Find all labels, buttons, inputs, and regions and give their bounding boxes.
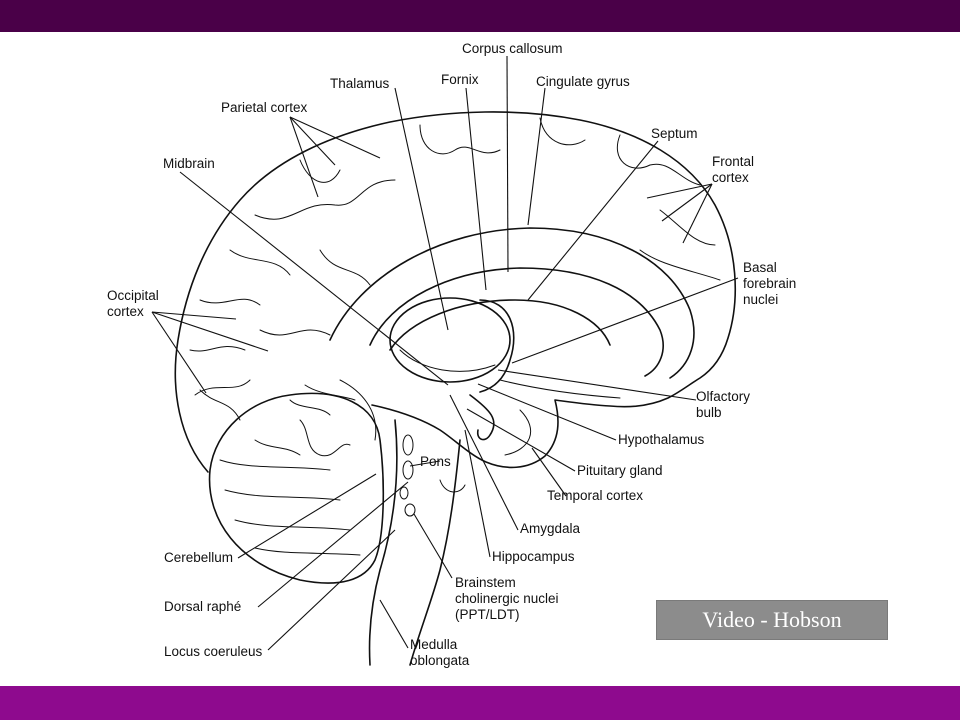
diagram-labels: Corpus callosum Thalamus Fornix Cingulat… bbox=[107, 41, 796, 668]
label-medulla-1: Medulla bbox=[410, 637, 458, 652]
label-temporal-cortex: Temporal cortex bbox=[547, 488, 643, 503]
video-hobson-button[interactable]: Video - Hobson bbox=[656, 600, 888, 640]
label-olfactory-bulb-1: Olfactory bbox=[696, 389, 750, 404]
brain-diagram: Corpus callosum Thalamus Fornix Cingulat… bbox=[107, 41, 796, 668]
label-midbrain: Midbrain bbox=[163, 156, 215, 171]
label-olfactory-bulb-2: bulb bbox=[696, 405, 722, 420]
label-amygdala: Amygdala bbox=[520, 521, 581, 536]
label-brainstem-2: cholinergic nuclei bbox=[455, 591, 559, 606]
label-corpus-callosum: Corpus callosum bbox=[462, 41, 563, 56]
label-brainstem-3: (PPT/LDT) bbox=[455, 607, 520, 622]
label-septum: Septum bbox=[651, 126, 698, 141]
label-fornix: Fornix bbox=[441, 72, 479, 87]
brain-illustration bbox=[174, 111, 737, 666]
label-medulla-2: oblongata bbox=[410, 653, 470, 668]
label-cingulate-gyrus: Cingulate gyrus bbox=[536, 74, 630, 89]
label-frontal-cortex-1: Frontal bbox=[712, 154, 754, 169]
label-occipital-cortex-1: Occipital bbox=[107, 288, 159, 303]
label-basal-forebrain-3: nuclei bbox=[743, 292, 778, 307]
label-occipital-cortex-2: cortex bbox=[107, 304, 144, 319]
top-banner bbox=[0, 0, 960, 32]
label-dorsal-raphe: Dorsal raphé bbox=[164, 599, 241, 614]
label-brainstem-1: Brainstem bbox=[455, 575, 516, 590]
label-locus-coeruleus: Locus coeruleus bbox=[164, 644, 263, 659]
leader-lines bbox=[151, 55, 739, 651]
label-thalamus: Thalamus bbox=[330, 76, 390, 91]
label-basal-forebrain-2: forebrain bbox=[743, 276, 796, 291]
label-pons: Pons bbox=[420, 454, 451, 469]
label-pituitary-gland: Pituitary gland bbox=[577, 463, 663, 478]
label-hypothalamus: Hypothalamus bbox=[618, 432, 705, 447]
bottom-banner bbox=[0, 686, 960, 720]
label-parietal-cortex: Parietal cortex bbox=[221, 100, 308, 115]
label-cerebellum: Cerebellum bbox=[164, 550, 233, 565]
label-frontal-cortex-2: cortex bbox=[712, 170, 749, 185]
label-basal-forebrain-1: Basal bbox=[743, 260, 777, 275]
label-hippocampus: Hippocampus bbox=[492, 549, 575, 564]
